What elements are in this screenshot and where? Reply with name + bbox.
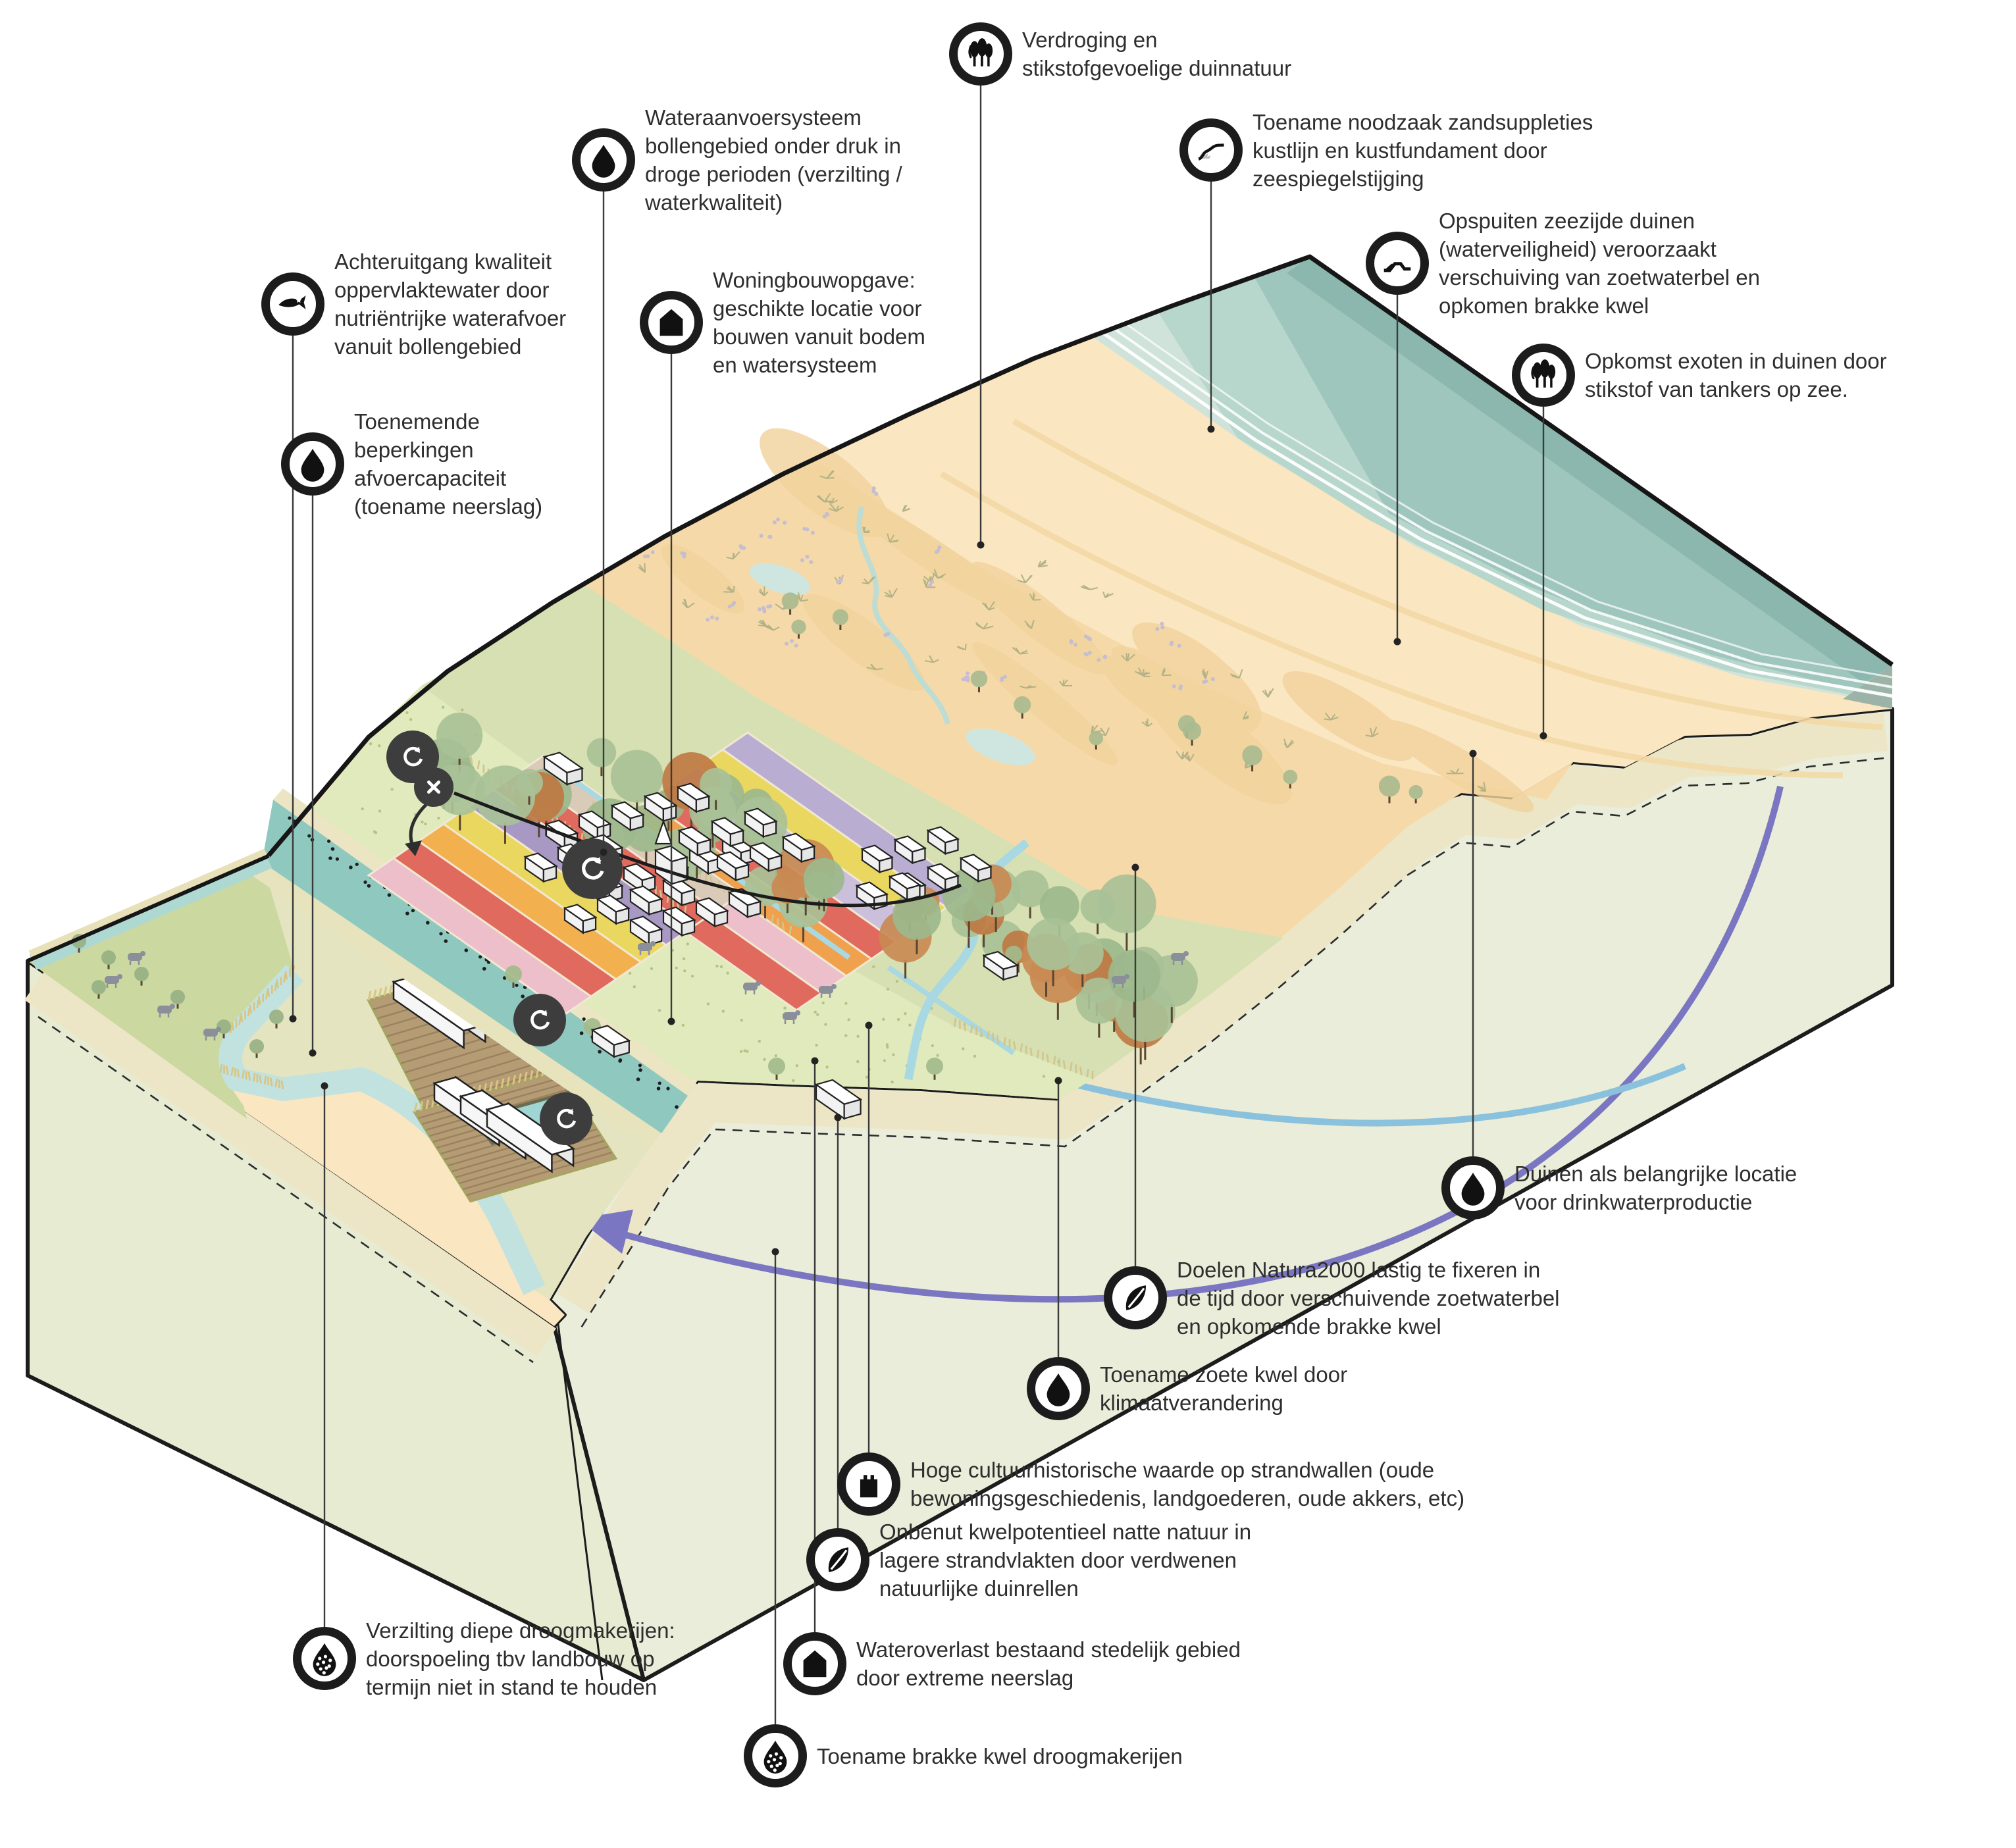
drinkwater-label: Duinen als belangrijke locatie voor drin… (1514, 1162, 1797, 1214)
woningbouw-label: Woningbouwopgave: geschikte locatie voor… (713, 268, 925, 377)
verdroging-label: Verdroging en stikstofgevoelige duinnatu… (1022, 28, 1292, 80)
rotate-arrow-bulb-field-1 (562, 838, 623, 899)
cultuurhistorie-icon (837, 1452, 900, 1516)
natura2000-icon (1104, 1266, 1167, 1329)
zoetekwel-label: Toename zoete kwel door klimaatveranderi… (1100, 1362, 1348, 1415)
brakkekwel-icon (744, 1724, 807, 1787)
achteruitgang-label: Achteruitgang kwaliteit oppervlaktewater… (334, 249, 567, 359)
zandsuppleties-label: Toename noodzaak zandsuppleties kustlijn… (1253, 109, 1593, 191)
achteruitgang-icon (261, 272, 324, 336)
wateraanvoer-icon (572, 128, 635, 192)
brakkekwel-label: Toename brakke kwel droogmakerijen (817, 1743, 1183, 1768)
sea (1089, 257, 1911, 709)
opspuiten-icon (1366, 232, 1429, 295)
verdroging-icon (949, 22, 1012, 86)
wateroverlast-icon (783, 1632, 846, 1695)
toenemende-icon (281, 432, 344, 496)
woningbouw-icon (640, 291, 703, 354)
blocked-discharge (414, 767, 453, 807)
opspuiten-label: Opspuiten zeezijde duinen (waterveilighe… (1439, 209, 1760, 318)
verzilting-label: Verzilting diepe droogmakerijen: doorspo… (366, 1618, 675, 1699)
natura2000-label: Doelen Natura2000 lastig te fixeren in d… (1177, 1257, 1560, 1339)
onbenut-label: Onbenut kwelpotentieel natte natuur in l… (879, 1519, 1252, 1601)
verzilting-icon (293, 1627, 356, 1690)
wateraanvoer-label: Wateraanvoersysteem bollengebied onder d… (645, 105, 902, 215)
zandsuppleties-icon (1179, 118, 1243, 182)
exoten-icon (1512, 344, 1575, 407)
drinkwater-icon (1441, 1156, 1505, 1219)
exoten-label: Opkomst exoten in duinen door stikstof v… (1585, 349, 1887, 401)
rotate-arrow-polder-plot-2 (540, 1092, 592, 1145)
landscape-top (26, 254, 1911, 1326)
cultuurhistorie-label: Hoge cultuurhistorische waarde op strand… (910, 1458, 1465, 1510)
zoetekwel-icon (1027, 1357, 1090, 1420)
water-supply-channel (405, 791, 962, 908)
toenemende-label: Toenemende beperkingen afvoercapaciteit … (354, 409, 543, 519)
wateroverlast-label: Wateroverlast bestaand stedelijk gebied … (856, 1637, 1241, 1690)
onbenut-icon (806, 1528, 869, 1591)
rotate-arrow-polder-plot-1 (513, 994, 566, 1046)
